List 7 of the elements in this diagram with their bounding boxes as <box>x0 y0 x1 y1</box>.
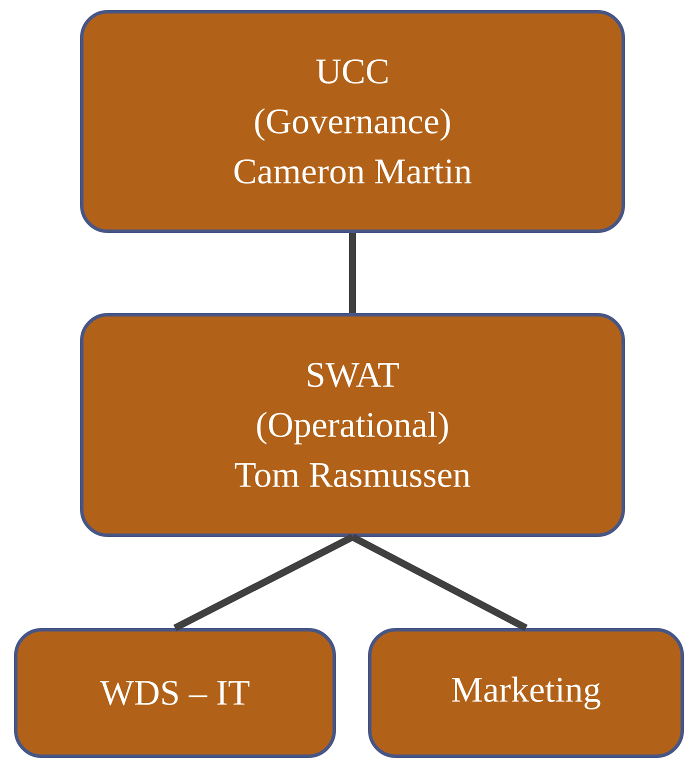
org-box: WDS – IT <box>14 628 336 758</box>
connector-line <box>350 534 528 632</box>
org-box: Marketing <box>368 628 684 758</box>
connector-line <box>349 233 356 313</box>
connector-line <box>173 534 354 632</box>
org-box: UCC (Governance) Cameron Martin <box>80 10 625 233</box>
org-box: SWAT (Operational) Tom Rasmussen <box>80 313 625 537</box>
